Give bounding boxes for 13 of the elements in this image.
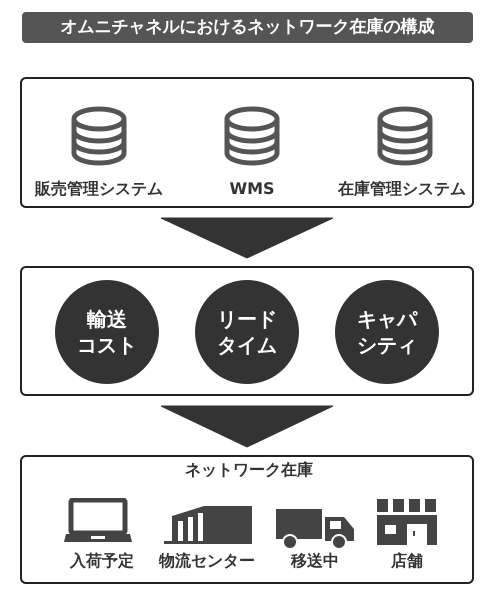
- down-arrow: [160, 406, 334, 448]
- item-label: 在庫管理システム: [327, 179, 477, 201]
- panel-box: [20, 266, 474, 396]
- circle-node: リードタイム: [195, 280, 299, 384]
- item-label: 販売管理システム: [24, 179, 174, 201]
- panel-box: [20, 455, 474, 584]
- down-arrow: [160, 218, 334, 259]
- item-label: WMS: [192, 179, 312, 201]
- panel-heading: ネットワーク在庫: [184, 460, 314, 481]
- title-banner: オムニチャネルにおけるネットワーク在庫の構成: [22, 12, 473, 43]
- panel-box: [20, 77, 474, 208]
- circle-node: キャパシティ: [335, 280, 439, 384]
- circle-node: 輸送コスト: [55, 280, 159, 384]
